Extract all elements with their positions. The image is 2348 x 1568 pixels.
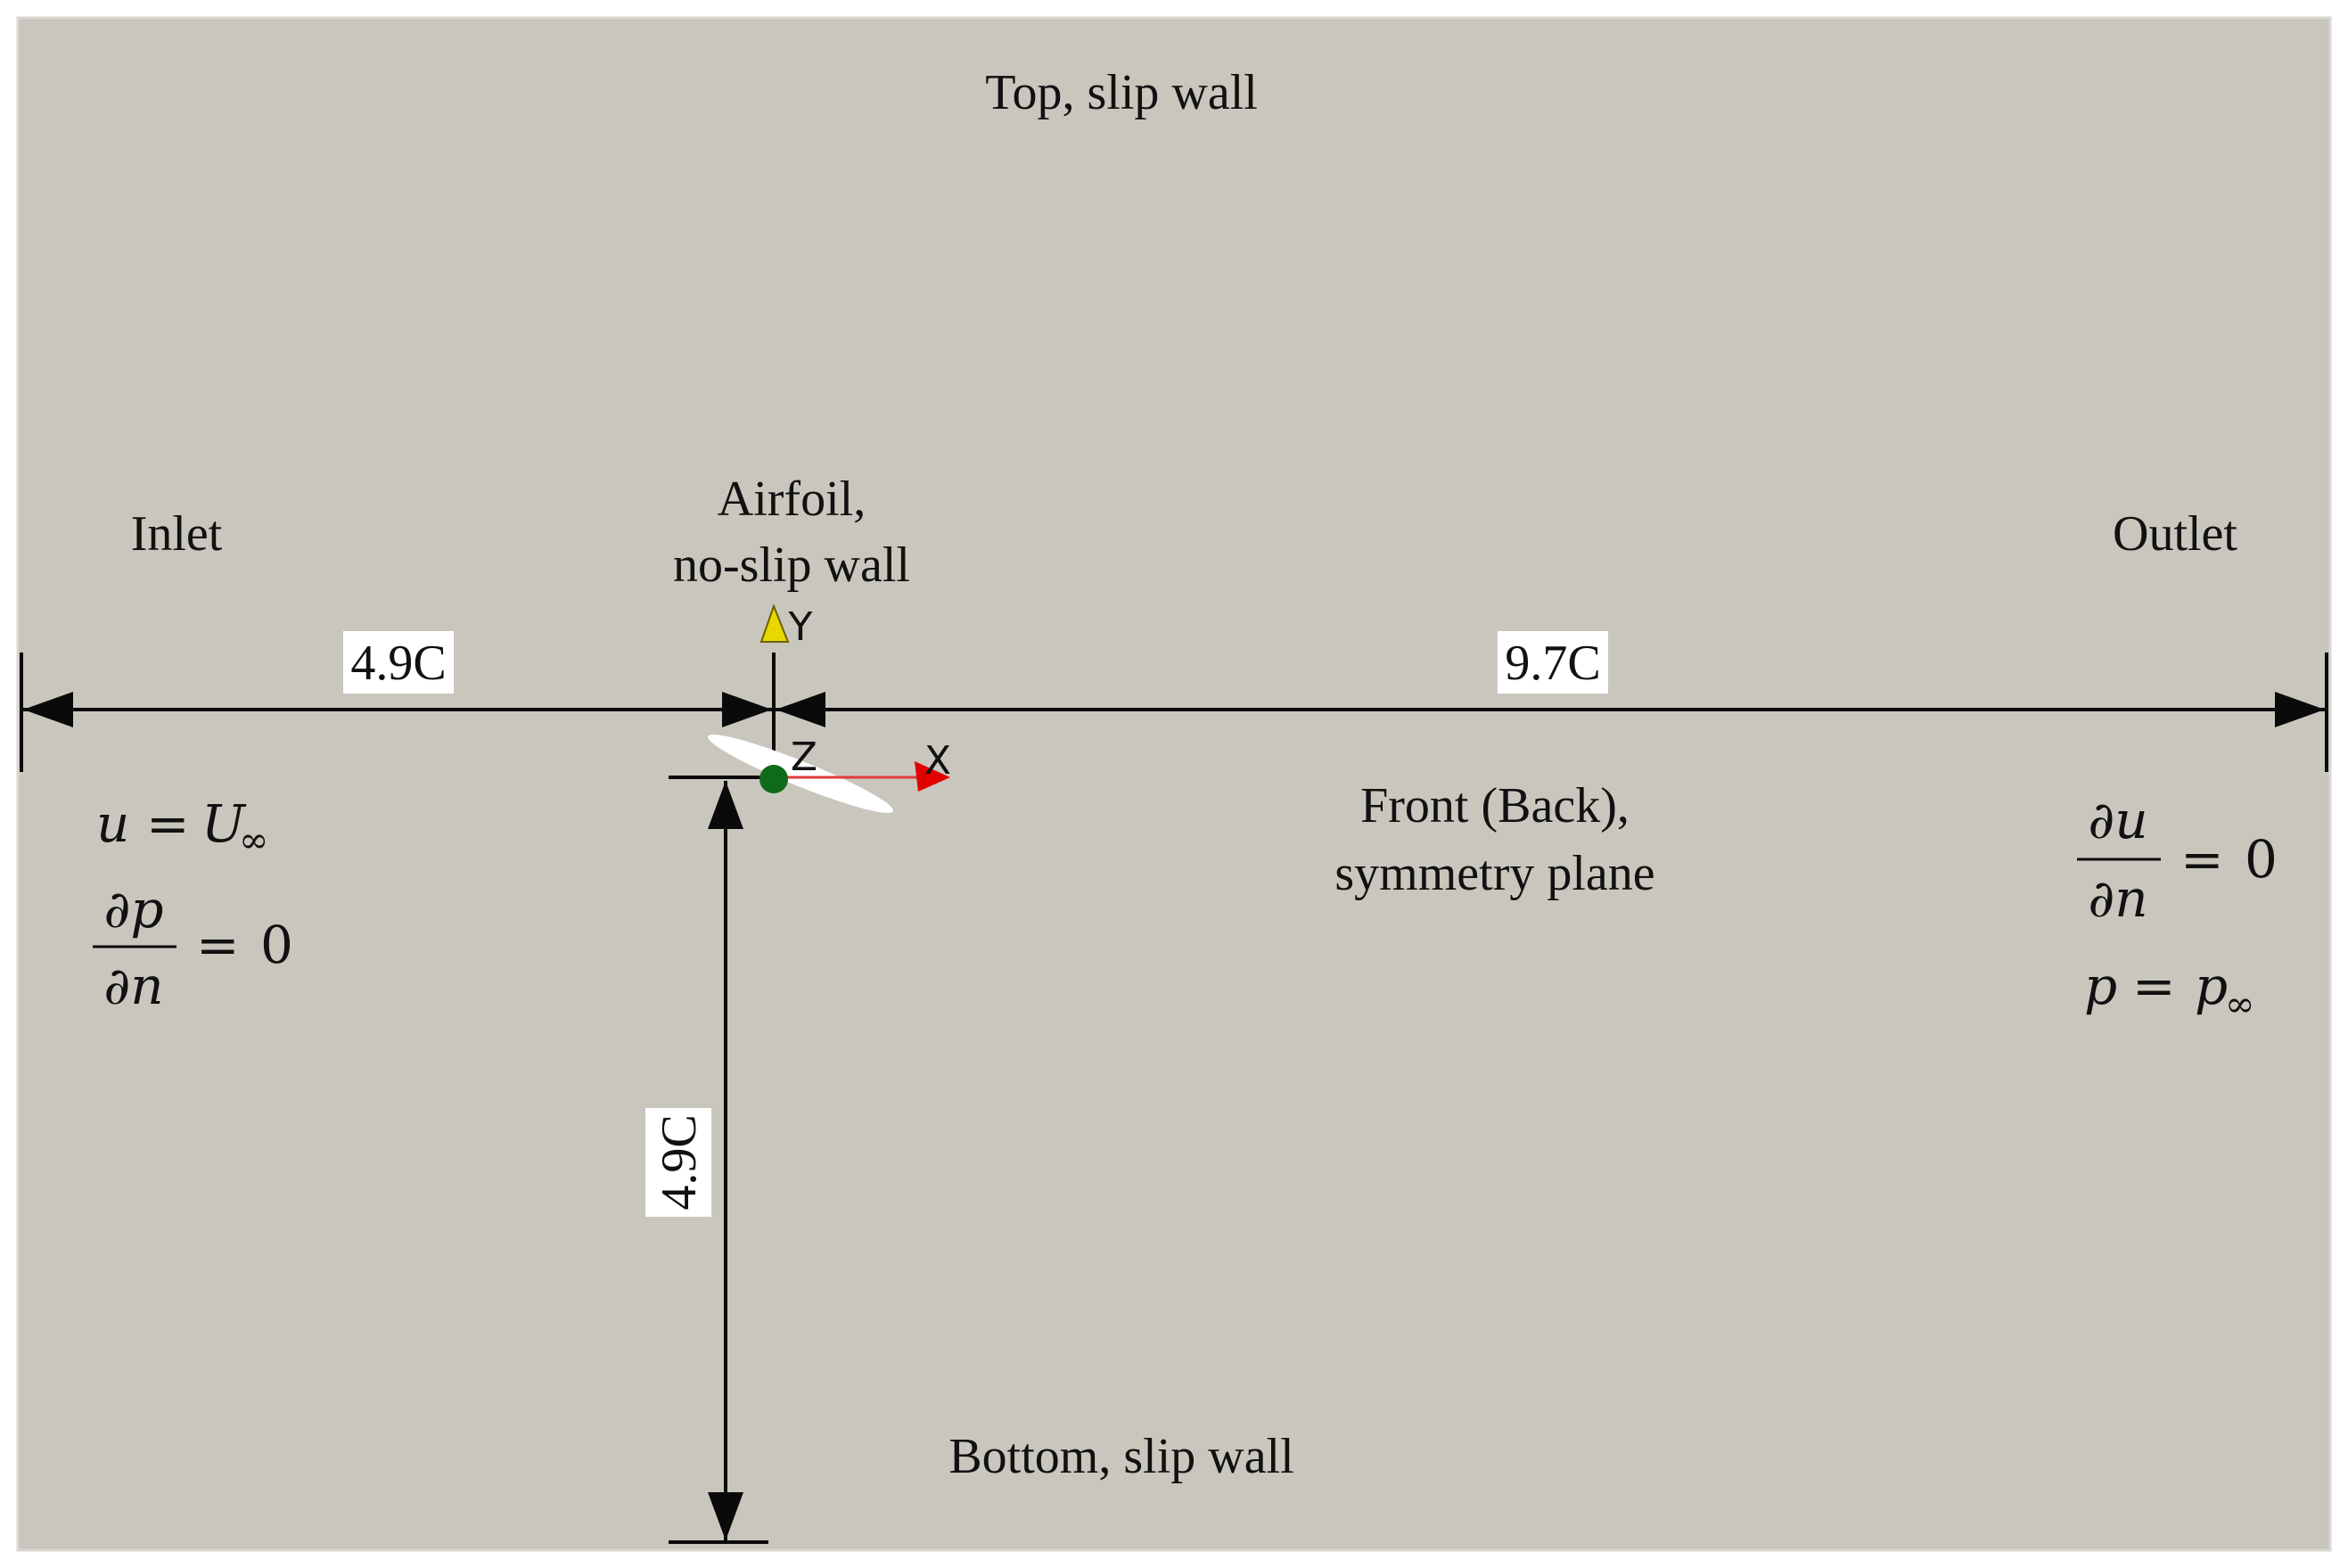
svg-text:∂n: ∂n — [2088, 868, 2147, 929]
svg-text:=: = — [2132, 956, 2176, 1016]
outlet-label: Outlet — [2113, 506, 2237, 562]
svg-text:∞: ∞ — [239, 820, 268, 861]
z-axis-label: Z — [791, 735, 817, 780]
airfoil-shape — [708, 735, 893, 813]
downstream-dimension-box — [1498, 631, 1608, 694]
svg-text:∂p: ∂p — [103, 879, 163, 940]
upstream-dimension-label: 4.9C — [350, 636, 446, 691]
svg-text:u: u — [96, 793, 129, 854]
symmetry-plane-label-line1: Front (Back), — [1360, 778, 1630, 833]
outlet-velocity-gradient-equation: ∂u ∂n = 0 — [2077, 790, 2278, 929]
inlet-velocity-equation: u = U ∞ — [96, 793, 268, 861]
airfoil-label-line2: no-slip wall — [673, 538, 910, 593]
upstream-dimension-box — [343, 631, 454, 694]
inlet-label: Inlet — [131, 506, 223, 562]
downstream-dimension-label: 9.7C — [1505, 636, 1600, 691]
vertical-top-arrowhead — [708, 781, 743, 829]
inlet-pressure-gradient-equation: ∂p ∂n = 0 — [93, 879, 293, 1016]
x-axis-label: X — [924, 738, 951, 784]
origin-dot — [759, 765, 788, 793]
vertical-dimension-box — [645, 1108, 711, 1217]
y-axis-arrowhead — [759, 603, 790, 643]
svg-text:=: = — [196, 915, 240, 975]
symmetry-plane-label-line2: symmetry plane — [1334, 846, 1654, 901]
svg-text:∞: ∞ — [2225, 984, 2254, 1025]
bottom-boundary-label: Bottom, slip wall — [948, 1429, 1293, 1484]
computational-domain — [16, 16, 2332, 1552]
svg-text:U: U — [201, 793, 247, 854]
vertical-bottom-arrowhead — [708, 1492, 743, 1540]
upstream-left-arrowhead — [23, 692, 73, 727]
airfoil-label-line1: Airfoil, — [718, 472, 866, 527]
svg-text:p: p — [2195, 956, 2228, 1016]
svg-text:0: 0 — [2245, 829, 2278, 890]
svg-text:∂n: ∂n — [103, 956, 163, 1016]
outlet-pressure-equation: p = p ∞ — [2084, 956, 2254, 1025]
svg-text:0: 0 — [260, 915, 293, 975]
downstream-right-arrowhead — [2275, 692, 2325, 727]
svg-text:=: = — [146, 793, 190, 854]
top-boundary-label: Top, slip wall — [985, 65, 1258, 120]
x-axis-arrowhead — [915, 761, 950, 792]
svg-text:∂u: ∂u — [2088, 790, 2147, 850]
vertical-dimension-label: 4.9C — [652, 1114, 707, 1210]
upstream-right-arrowhead — [722, 692, 772, 727]
svg-text:=: = — [2180, 829, 2224, 890]
downstream-left-arrowhead — [776, 692, 825, 727]
svg-text:p: p — [2084, 956, 2117, 1016]
y-axis-label: Y — [788, 604, 813, 650]
